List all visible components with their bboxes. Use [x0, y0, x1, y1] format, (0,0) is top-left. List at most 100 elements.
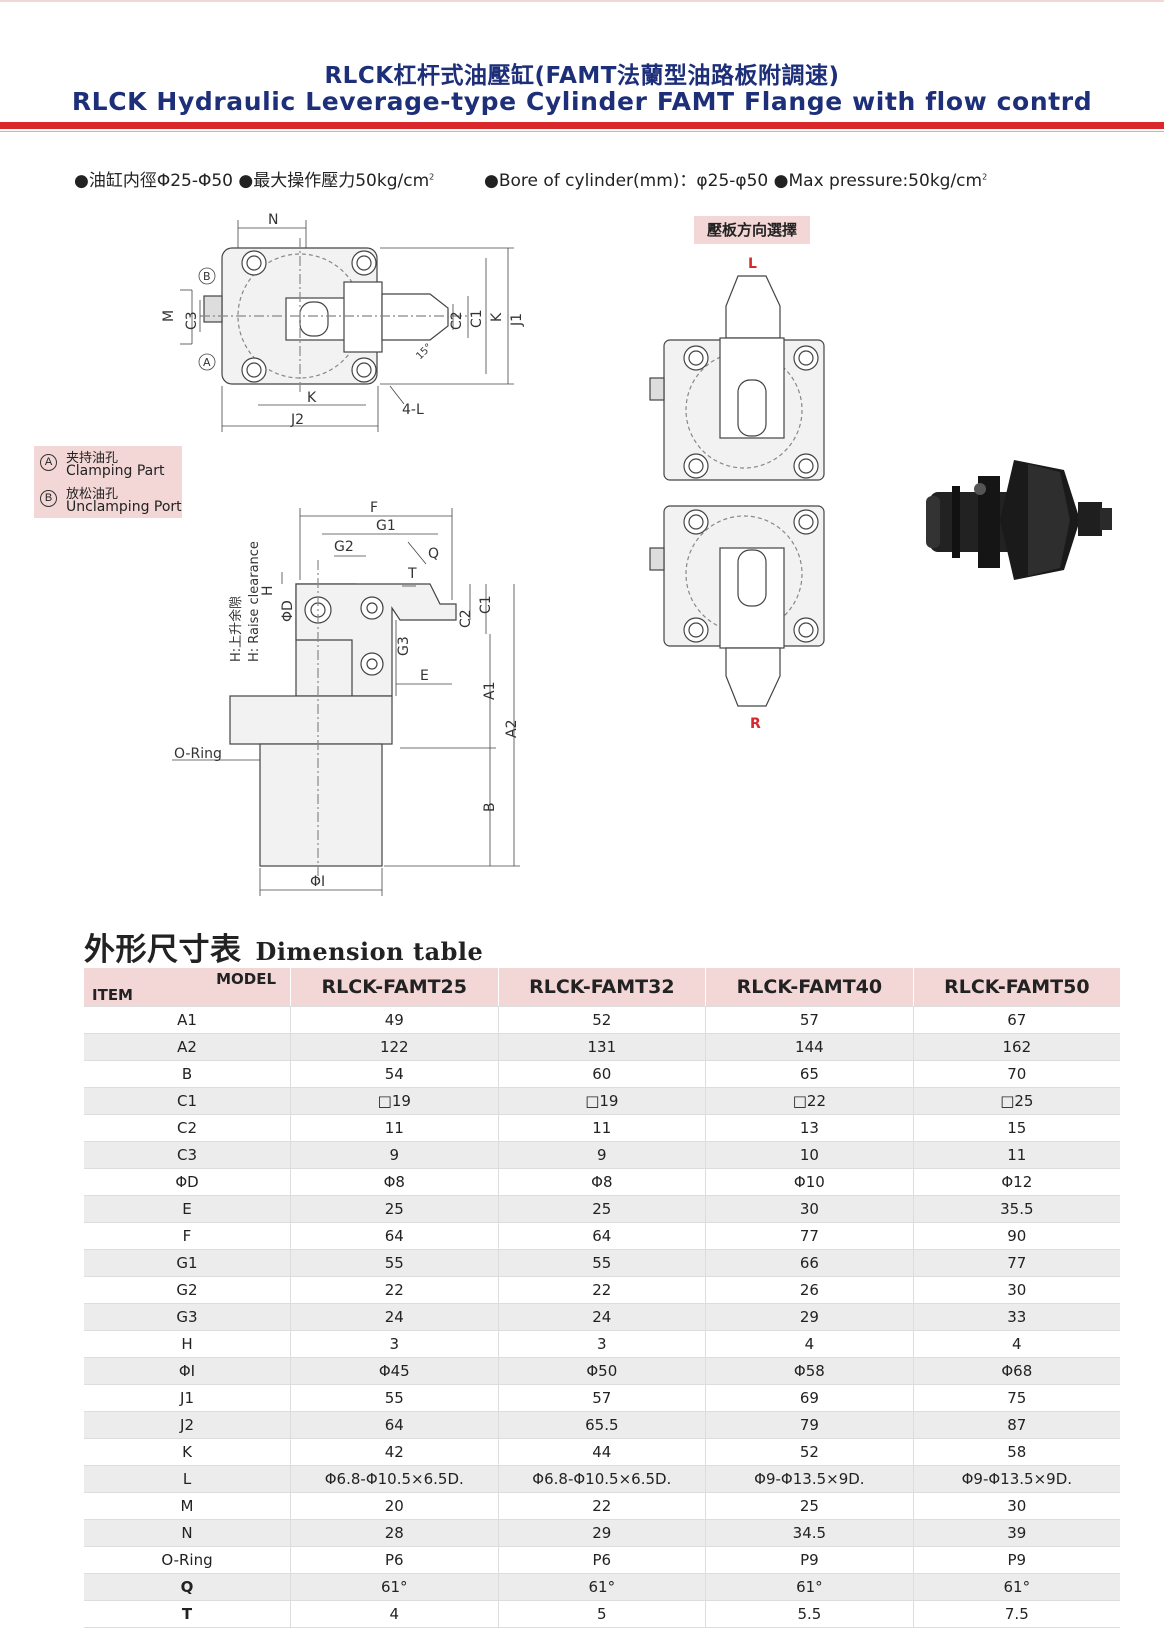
row-item-label: Q: [84, 1573, 291, 1601]
table-cell: 25: [290, 1195, 499, 1223]
port-b-marker: B: [40, 490, 57, 507]
table-cell: 3: [497, 1330, 706, 1358]
title-divider-thin: [0, 131, 1164, 132]
column-header: RLCK-FAMT25: [290, 968, 499, 1007]
port-a-marker: A: [40, 454, 57, 471]
table-cell: P9: [912, 1546, 1120, 1574]
table-cell: 3: [290, 1330, 499, 1358]
table-cell: 67: [912, 1006, 1120, 1034]
table-cell: 57: [705, 1006, 914, 1034]
table-cell: 25: [497, 1195, 706, 1223]
table-cell: 24: [290, 1303, 499, 1331]
table-cell: Φ50: [497, 1357, 706, 1385]
table-cell: 58: [912, 1438, 1120, 1466]
svg-text:A2: A2: [504, 720, 520, 738]
spec-cn: ●油缸内徑Φ25-Φ50 ●最大操作壓力50kg/cm2: [74, 171, 435, 191]
table-cell: □19: [290, 1087, 499, 1115]
row-item-label: A1: [84, 1006, 291, 1034]
table-cell: P6: [497, 1546, 706, 1574]
table-cell: □25: [912, 1087, 1120, 1115]
svg-text:A: A: [203, 356, 211, 369]
svg-text:H: H: [260, 585, 276, 596]
table-cell: 33: [912, 1303, 1120, 1331]
table-cell: 69: [705, 1384, 914, 1412]
svg-text:B: B: [203, 270, 211, 283]
table-cell: Φ10: [705, 1168, 914, 1196]
table-cell: 5: [497, 1600, 706, 1628]
table-cell: 24: [497, 1303, 706, 1331]
svg-text:ΦD: ΦD: [280, 600, 296, 622]
direction-label: 壓板方向選擇: [694, 216, 810, 244]
row-item-label: C1: [84, 1087, 291, 1115]
legend-label-cn: 放松油孔: [66, 487, 119, 502]
table-row: C1□19□19□22□25: [84, 1087, 1120, 1115]
svg-text:M: M: [161, 310, 177, 322]
table-cell: 22: [290, 1276, 499, 1304]
svg-text:B: B: [482, 802, 498, 812]
table-cell: Φ68: [912, 1357, 1120, 1385]
table-cell: □19: [497, 1087, 706, 1115]
table-cell: 13: [705, 1114, 914, 1142]
table-cell: 15: [912, 1114, 1120, 1142]
row-item-label: O-Ring: [84, 1546, 291, 1574]
table-cell: 22: [497, 1492, 706, 1520]
table-cell: 70: [912, 1060, 1120, 1088]
table-cell: Φ8: [497, 1168, 706, 1196]
table-cell: 42: [290, 1438, 499, 1466]
svg-text:J1: J1: [509, 313, 525, 327]
table-cell: 144: [705, 1033, 914, 1061]
table-cell: 25: [705, 1492, 914, 1520]
table-cell: 79: [705, 1411, 914, 1439]
table-cell: 11: [290, 1114, 499, 1142]
table-cell: 55: [290, 1249, 499, 1277]
table-cell: 39: [912, 1519, 1120, 1547]
table-cell: 11: [497, 1114, 706, 1142]
svg-text:H: Raise clearance: H: Raise clearance: [247, 541, 262, 662]
table-cell: 77: [912, 1249, 1120, 1277]
table-cell: 122: [290, 1033, 499, 1061]
svg-text:4-L: 4-L: [402, 402, 424, 418]
page-title-en: RLCK Hydraulic Leverage-type Cylinder FA…: [71, 87, 1093, 116]
table-cell: 29: [705, 1303, 914, 1331]
table-cell: 75: [912, 1384, 1120, 1412]
table-cell: 77: [705, 1222, 914, 1250]
table-cell: 65: [705, 1060, 914, 1088]
table-cell: 9: [290, 1141, 499, 1169]
table-cell: 30: [912, 1276, 1120, 1304]
svg-text:L: L: [748, 256, 757, 272]
table-cell: 131: [497, 1033, 706, 1061]
row-item-label: G1: [84, 1249, 291, 1277]
top-rule: [0, 0, 1164, 2]
row-item-label: N: [84, 1519, 291, 1547]
page-title-cn: RLCK杠杆式油壓缸(FAMT法蘭型油路板附調速): [324, 63, 840, 89]
side-view-drawing: F G1 G2 Q T H ΦD C2 C1 G3 E A1 A2 B O-Ri…: [172, 500, 520, 896]
table-cell: 54: [290, 1060, 499, 1088]
table-cell: □22: [705, 1087, 914, 1115]
table-cell: 28: [290, 1519, 499, 1547]
table-cell: P9: [705, 1546, 914, 1574]
table-cell: 60: [497, 1060, 706, 1088]
table-cell: 7.5: [912, 1600, 1120, 1628]
table-cell: 55: [497, 1249, 706, 1277]
row-item-label: G3: [84, 1303, 291, 1331]
row-item-label: G2: [84, 1276, 291, 1304]
svg-text:O-Ring: O-Ring: [174, 746, 222, 762]
spec-en: ●Bore of cylinder(mm)：φ25-φ50 ●Max press…: [484, 171, 988, 191]
table-cell: 52: [705, 1438, 914, 1466]
row-item-label: L: [84, 1465, 291, 1493]
table-cell: Φ58: [705, 1357, 914, 1385]
svg-text:C1: C1: [469, 309, 485, 328]
